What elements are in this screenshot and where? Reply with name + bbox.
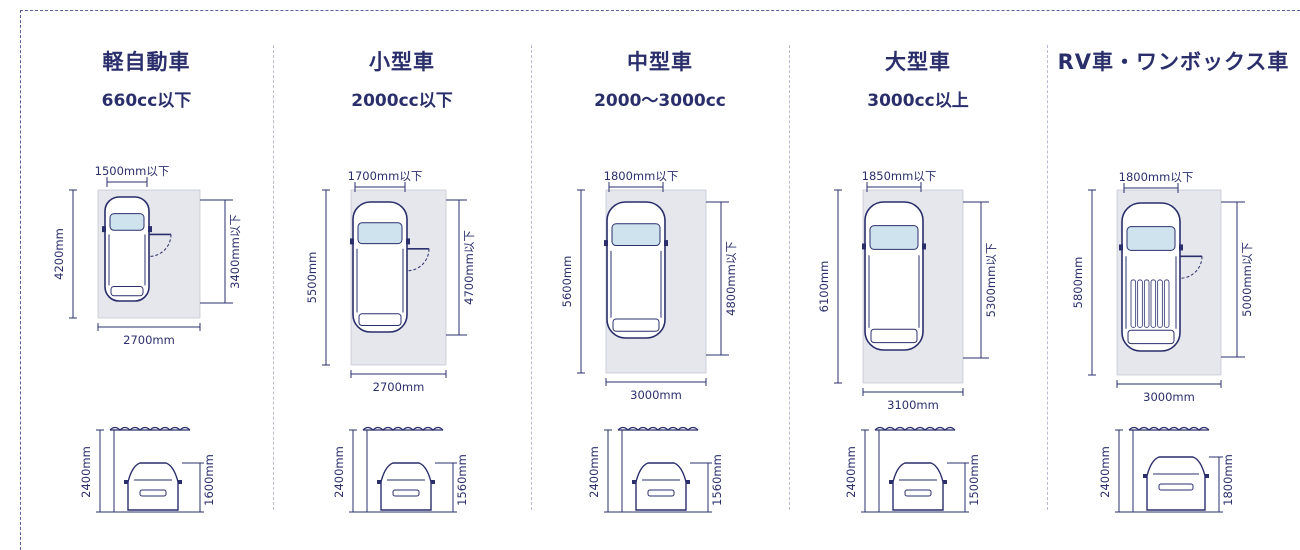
engine-size-label: 2000cc以下 (351, 91, 453, 111)
car-front-view (869, 426, 961, 513)
parking-plan-diagram: 1800mm以下 5600mm 3000mm 4800mm以下 2400mm 1560mm (560, 169, 738, 513)
parking-column-large: 大型車 3000cc以上 1850mm以下 6100mm 3100mm 5300mm以… (789, 0, 1047, 545)
space-length-label: 5800mm (1071, 257, 1085, 309)
car-front-view (357, 426, 449, 513)
car-length-dimension (446, 199, 467, 336)
car-length-label: 5300mm以下 (984, 243, 998, 318)
roof-height-label: 2400mm (79, 446, 93, 498)
car-length-dimension (963, 201, 989, 359)
engine-size-label: 2000〜3000cc (594, 91, 726, 111)
car-width-dimension (354, 182, 406, 192)
car-length-label: 3400mm以下 (228, 214, 242, 289)
parking-plan-diagram: 1800mm以下 5800mm 3000mm 5000mm以下 2400mm 1800mm (1071, 170, 1254, 513)
car-height-dimension (690, 462, 712, 513)
space-width-label: 3000mm (1143, 390, 1195, 404)
space-length-dimension (322, 189, 330, 366)
car-width-dimension (866, 182, 922, 192)
roof-height-dimension (1115, 429, 1123, 513)
engine-size-label: 660cc以下 (101, 91, 192, 111)
car-width-label: 1850mm以下 (862, 169, 937, 183)
space-length-dimension (69, 189, 77, 319)
column-divider (273, 45, 274, 510)
roof-height-label: 2400mm (844, 446, 858, 498)
parking-plan-diagram: 1500mm以下 4200mm 2700mm 3400mm以下 2400mm 1600mm (52, 164, 242, 513)
car-height-dimension (947, 462, 969, 513)
column-divider (1047, 45, 1048, 510)
vehicle-class-title: 中型車 (627, 50, 693, 74)
car-width-dimension (608, 182, 664, 192)
car-height-label: 1560mm (710, 454, 724, 506)
car-width-label: 1800mm以下 (1119, 170, 1194, 184)
car-top-view (350, 201, 430, 333)
car-width-dimension (1123, 183, 1179, 193)
space-width-label: 2700mm (123, 333, 175, 347)
diagram-frame (20, 10, 1300, 550)
car-height-dimension (435, 462, 457, 513)
car-top-view (604, 201, 668, 339)
car-length-dimension (1221, 201, 1245, 358)
parking-column-rv: RV車・ワンボックス車 1800mm以下 5800mm 3000mm 5000mm以下… (1047, 0, 1300, 545)
parking-column-kei: 軽自動車 660cc以下 1500mm以下 4200mm 2700mm 3400mm以… (20, 0, 273, 545)
space-width-label: 3000mm (630, 388, 682, 402)
roof-height-dimension (349, 429, 357, 513)
car-length-dimension (706, 201, 729, 356)
car-front-view (612, 426, 704, 513)
column-divider (789, 45, 790, 510)
car-width-label: 1500mm以下 (95, 164, 170, 178)
car-height-label: 1800mm (1221, 454, 1235, 506)
space-length-label: 5600mm (560, 256, 574, 308)
roof-height-label: 2400mm (587, 446, 601, 498)
column-divider (531, 45, 532, 510)
car-height-label: 1500mm (967, 454, 981, 506)
parking-column-midsize: 中型車 2000〜3000cc 1800mm以下 5600mm 3000mm 4800… (531, 0, 789, 545)
car-front-view (1123, 426, 1215, 513)
car-height-label: 1560mm (455, 454, 469, 506)
roof-height-label: 2400mm (332, 446, 346, 498)
space-length-dimension (577, 189, 585, 374)
space-width-dimension (862, 388, 964, 396)
space-width-dimension (1116, 380, 1222, 388)
roof-height-dimension (96, 429, 104, 513)
engine-size-label: 3000cc以上 (867, 91, 969, 111)
car-top-view (1119, 202, 1203, 352)
car-width-dimension (106, 177, 148, 187)
car-top-view (862, 201, 926, 351)
car-length-dimension (200, 199, 233, 304)
roof-height-dimension (604, 429, 612, 513)
parking-plan-diagram: 1700mm以下 5500mm 2700mm 4700mm以下 2400mm 1560mm (305, 169, 476, 513)
vehicle-class-title: 軽自動車 (102, 50, 191, 74)
space-length-dimension (834, 189, 842, 384)
roof-height-dimension (861, 429, 869, 513)
space-width-dimension (350, 370, 447, 378)
car-length-label: 4800mm以下 (724, 241, 738, 316)
vehicle-class-title: 大型車 (885, 50, 951, 74)
car-front-view (104, 426, 196, 513)
space-length-label: 5500mm (305, 252, 319, 304)
space-length-label: 4200mm (52, 228, 66, 280)
roof-height-label: 2400mm (1098, 446, 1112, 498)
car-length-label: 5000mm以下 (1240, 242, 1254, 317)
car-height-label: 1600mm (202, 454, 216, 506)
parking-column-compact: 小型車 2000cc以下 1700mm以下 5500mm 2700mm 4700mm以… (273, 0, 531, 545)
car-width-label: 1800mm以下 (604, 169, 679, 183)
parking-plan-diagram: 1850mm以下 6100mm 3100mm 5300mm以下 2400mm 1500mm (817, 169, 998, 513)
space-width-label: 2700mm (373, 380, 425, 394)
vehicle-class-title: RV車・ワンボックス車 (1057, 50, 1290, 74)
space-length-label: 6100mm (817, 261, 831, 313)
vehicle-class-title: 小型車 (369, 50, 435, 74)
space-width-dimension (97, 323, 201, 331)
space-width-label: 3100mm (887, 398, 939, 412)
car-height-dimension (1209, 456, 1223, 513)
space-width-dimension (605, 378, 707, 386)
car-length-label: 4700mm以下 (462, 230, 476, 305)
car-height-dimension (182, 462, 204, 513)
car-width-label: 1700mm以下 (348, 169, 423, 183)
car-top-view (102, 196, 172, 302)
space-length-dimension (1088, 189, 1096, 376)
